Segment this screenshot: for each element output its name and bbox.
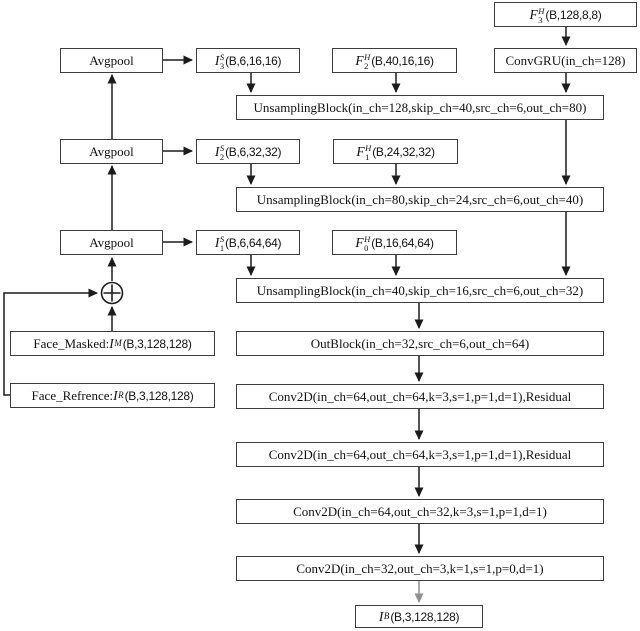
node-conv2d-residual-2: Conv2D(in_ch=64,out_ch=64,k=3,s=1,p=1,d=…: [236, 442, 604, 467]
node-avgpool-1: Avgpool: [60, 48, 163, 73]
node-face-refrence-letter: I: [113, 387, 118, 403]
node-unsamplingblock-3-label: UnsamplingBlock(in_ch=40,skip_ch=16,src_…: [256, 283, 584, 298]
node-conv2d-3-label: Conv2D(in_ch=64,out_ch=32,k=3,s=1,p=1,d=…: [293, 504, 547, 519]
node-i3s-args: (B,6,16,16): [225, 53, 282, 68]
node-unsamplingblock-2: UnsamplingBlock(in_ch=80,skip_ch=24,src_…: [236, 187, 604, 212]
node-outblock: OutBlock(in_ch=32,src_ch=6,out_ch=64): [236, 331, 604, 356]
node-i2s-letter: I: [214, 143, 220, 159]
node-i3s-letter: I: [214, 52, 220, 68]
node-f1h-sup: H: [365, 142, 372, 153]
node-face-masked-sup: M: [114, 338, 122, 348]
node-conv2d-4-label: Conv2D(in_ch=32,out_ch=3,k=1,s=1,p=0,d=1…: [296, 561, 544, 576]
node-output-ib-letter: I: [378, 608, 384, 624]
node-f3h-args: (B,128,8,8): [545, 7, 602, 22]
node-unsamplingblock-2-label: UnsamplingBlock(in_ch=80,skip_ch=24,src_…: [256, 192, 584, 207]
node-conv2d-residual-2-label: Conv2D(in_ch=64,out_ch=64,k=3,s=1,p=1,d=…: [268, 447, 572, 462]
node-f1h-args: (B,24,32,32): [372, 144, 435, 159]
node-i3s-sup: S: [219, 51, 225, 62]
node-i1s-letter: I: [214, 234, 220, 250]
node-face-refrence-prefix: Face_Refrence:: [31, 388, 114, 403]
node-f2h-args: (B,40,16,16): [371, 53, 434, 68]
node-f0h-sup: H: [364, 233, 371, 244]
node-conv2d-residual-1: Conv2D(in_ch=64,out_ch=64,k=3,s=1,p=1,d=…: [236, 384, 604, 409]
node-avgpool-3-label: Avgpool: [89, 235, 134, 250]
node-f3h-sup: H: [538, 5, 545, 16]
node-convgru: ConvGRU(in_ch=128): [494, 48, 637, 73]
node-unsamplingblock-3: UnsamplingBlock(in_ch=40,skip_ch=16,src_…: [236, 278, 604, 303]
node-convgru-label: ConvGRU(in_ch=128): [505, 53, 626, 68]
node-unsamplingblock-1: UnsamplingBlock(in_ch=128,skip_ch=40,src…: [236, 95, 604, 120]
node-i1s-sub: 1: [219, 242, 225, 253]
node-i2s-args: (B,6,32,32): [225, 144, 282, 159]
node-f0h-args: (B,16,64,64): [371, 235, 434, 250]
node-i2s-sub: 2: [219, 151, 225, 162]
node-face-masked-letter: I: [109, 335, 114, 351]
node-f0h-sub: 0: [364, 242, 369, 253]
node-face-masked-prefix: Face_Masked:: [33, 336, 110, 351]
node-i1s-sup: S: [219, 233, 225, 244]
node-conv2d-3: Conv2D(in_ch=64,out_ch=32,k=3,s=1,p=1,d=…: [236, 499, 604, 524]
node-avgpool-1-label: Avgpool: [89, 53, 134, 68]
node-i3s-sub: 3: [219, 60, 225, 71]
arrow-facerefrence-to-sum: [3, 288, 98, 396]
node-f0h-letter: F: [355, 234, 364, 250]
circled-plus-icon: [100, 281, 124, 305]
node-f2h-letter: F: [355, 52, 364, 68]
node-f1h-letter: F: [356, 143, 365, 159]
node-avgpool-2-label: Avgpool: [89, 144, 134, 159]
node-conv2d-4: Conv2D(in_ch=32,out_ch=3,k=1,s=1,p=0,d=1…: [236, 556, 604, 581]
node-avgpool-3: Avgpool: [60, 230, 163, 255]
node-output-ib-args: (B,3,128,128): [390, 609, 460, 624]
node-output-ib-sup: B: [383, 611, 390, 621]
node-f3h-letter: F: [529, 6, 538, 22]
node-f1h-sub: 1: [365, 151, 370, 162]
node-face-refrence-args: (B,3,128,128): [124, 388, 194, 403]
node-conv2d-residual-1-label: Conv2D(in_ch=64,out_ch=64,k=3,s=1,p=1,d=…: [268, 389, 572, 404]
node-avgpool-2: Avgpool: [60, 139, 163, 164]
node-outblock-label: OutBlock(in_ch=32,src_ch=6,out_ch=64): [310, 336, 530, 351]
node-face-masked-args: (B,3,128,128): [122, 336, 192, 351]
node-face-refrence-sup: R: [118, 390, 124, 400]
node-i1s-args: (B,6,64,64): [225, 235, 282, 250]
node-i2s-sup: S: [219, 142, 225, 153]
node-f2h-sup: H: [364, 51, 371, 62]
node-f2h-sub: 2: [364, 60, 369, 71]
node-unsamplingblock-1-label: UnsamplingBlock(in_ch=128,skip_ch=40,src…: [253, 100, 587, 115]
node-f3h-sub: 3: [538, 14, 543, 25]
